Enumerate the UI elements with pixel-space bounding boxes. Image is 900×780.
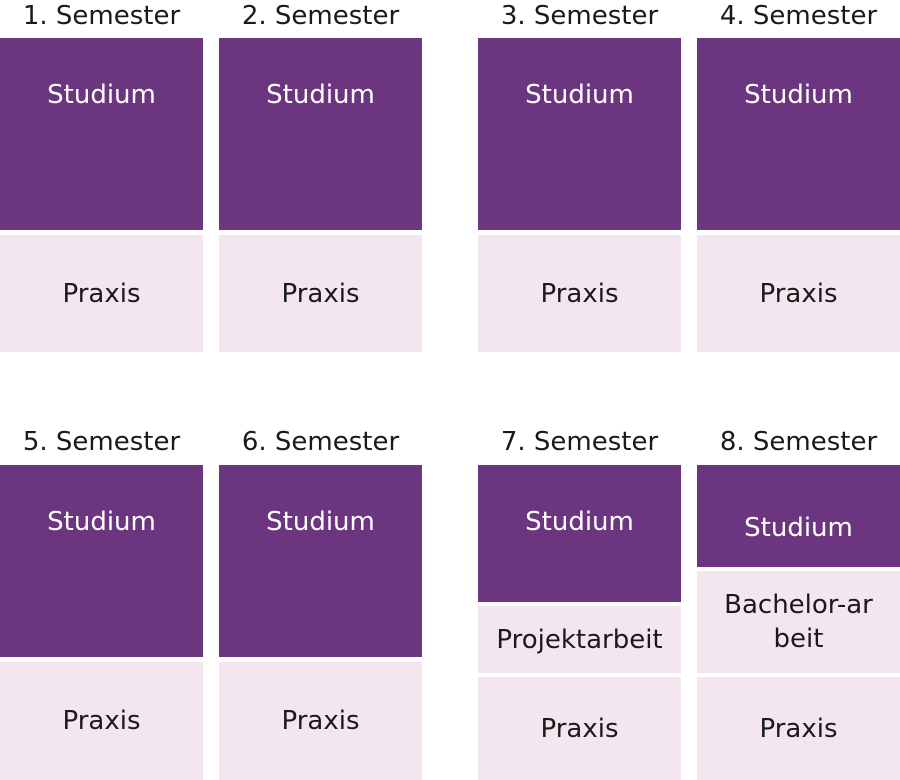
block-label: Studium <box>266 80 375 110</box>
block-label: Projektarbeit <box>496 624 663 655</box>
block-label: Studium <box>525 80 634 110</box>
block-label: Praxis <box>62 706 141 736</box>
semester-title: 4. Semester <box>719 1 878 31</box>
block-label: Praxis <box>281 706 360 736</box>
block-label: Praxis <box>759 713 838 744</box>
praxis-block: Praxis <box>697 677 900 780</box>
semester-title: 1. Semester <box>22 1 181 31</box>
block-label: Studium <box>525 507 634 537</box>
block-label: Praxis <box>759 278 838 309</box>
studium-block: Studium <box>478 465 681 602</box>
block-label: Studium <box>47 507 156 537</box>
block-label: Bachelor-arbeit <box>724 590 873 654</box>
block-label: Studium <box>744 80 853 110</box>
studium-block: Studium <box>697 465 900 567</box>
praxis-block: Praxis <box>219 662 422 780</box>
projektarbeit-block: Projektarbeit <box>478 606 681 673</box>
semester-title: 5. Semester <box>22 427 181 457</box>
block-label: Studium <box>744 513 853 543</box>
praxis-block: Praxis <box>478 235 681 352</box>
semester-title: 6. Semester <box>241 427 400 457</box>
semester-title: 8. Semester <box>719 427 878 457</box>
block-label: Studium <box>266 507 375 537</box>
praxis-block: Praxis <box>478 677 681 780</box>
studium-block: Studium <box>219 38 422 230</box>
bachelorarbeit-block: Bachelor-arbeit <box>697 571 900 673</box>
praxis-block: Praxis <box>0 235 203 352</box>
praxis-block: Praxis <box>0 662 203 780</box>
studium-block: Studium <box>219 465 422 657</box>
praxis-block: Praxis <box>219 235 422 352</box>
block-label: Praxis <box>540 713 619 744</box>
studium-block: Studium <box>0 38 203 230</box>
praxis-block: Praxis <box>697 235 900 352</box>
semester-title: 2. Semester <box>241 1 400 31</box>
studium-block: Studium <box>697 38 900 230</box>
studium-block: Studium <box>478 38 681 230</box>
studium-block: Studium <box>0 465 203 657</box>
block-label: Praxis <box>62 278 141 309</box>
block-label: Praxis <box>281 278 360 309</box>
block-label: Studium <box>47 80 156 110</box>
block-label: Praxis <box>540 278 619 309</box>
semester-title: 3. Semester <box>500 1 659 31</box>
semester-title: 7. Semester <box>500 427 659 457</box>
